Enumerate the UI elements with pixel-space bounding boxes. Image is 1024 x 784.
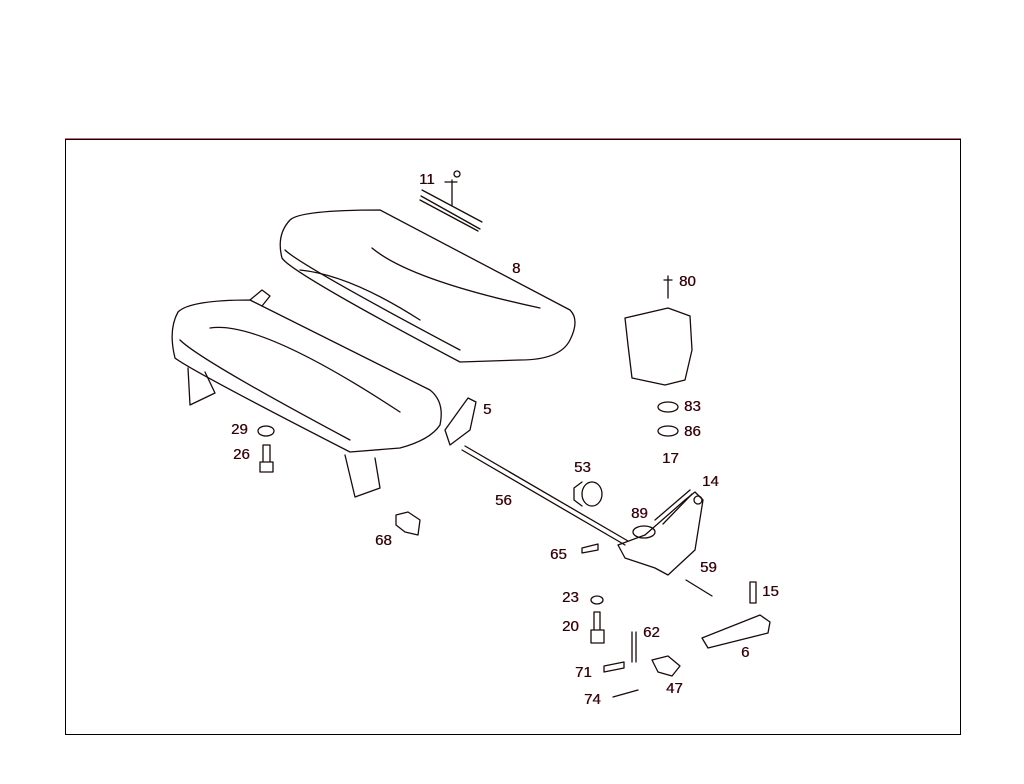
part-label-8: 8 [512, 260, 521, 277]
part-label-15: 15 [762, 583, 779, 600]
part-label-83: 83 [684, 398, 701, 415]
part-label-23: 23 [562, 589, 579, 606]
part-label-11: 11 [419, 171, 435, 188]
part-label-59: 59 [700, 559, 717, 576]
washer-23 [590, 595, 604, 605]
part-label-71: 71 [575, 664, 592, 681]
part-label-68: 68 [375, 532, 392, 549]
part-label-53: 53 [574, 459, 591, 476]
pin-71 [603, 661, 625, 673]
screw-20 [590, 611, 605, 644]
part-label-80: 80 [679, 273, 696, 290]
pin-15 [749, 581, 757, 604]
backrest-cushion-part [279, 209, 576, 363]
washer-83 [657, 401, 679, 413]
trim-strip-part [419, 170, 483, 232]
part-label-62: 62 [643, 624, 660, 641]
bushing-part [573, 481, 603, 507]
knob-68 [395, 511, 421, 536]
part-label-17: 17 [662, 450, 679, 467]
washer-86 [657, 425, 679, 437]
washer-89 [632, 525, 656, 539]
washer-29 [257, 425, 275, 437]
part-label-20: 20 [562, 618, 579, 635]
part-label-65: 65 [550, 546, 567, 563]
diagram-frame [65, 139, 961, 735]
mounting-plate-part [624, 275, 693, 386]
arm-6 [701, 614, 771, 649]
lever-bracket-part [617, 489, 704, 576]
part-label-6: 6 [741, 644, 750, 661]
rod-part [461, 445, 629, 546]
pin-74 [612, 689, 639, 698]
part-label-47: 47 [666, 680, 683, 697]
part-label-86: 86 [684, 423, 701, 440]
part-label-26: 26 [233, 446, 250, 463]
part-label-56: 56 [495, 492, 512, 509]
part-label-14: 14 [702, 473, 719, 490]
part-label-29: 29 [231, 421, 248, 438]
bolt-26 [259, 444, 274, 473]
knob-47 [651, 655, 681, 677]
part-label-89: 89 [631, 505, 648, 522]
pin-59 [685, 579, 713, 597]
part-label-74: 74 [584, 691, 601, 708]
seat-cushion-part [171, 289, 477, 498]
part-label-5: 5 [483, 401, 492, 418]
spring-62 [631, 631, 637, 663]
pin-65 [581, 543, 599, 554]
